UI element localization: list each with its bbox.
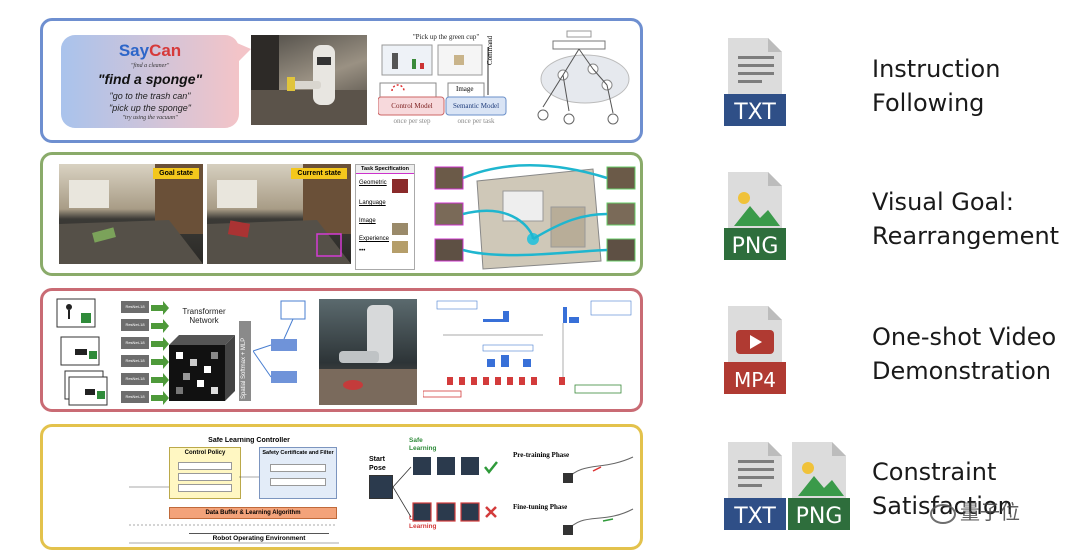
saycan-line-2: "find a sponge" bbox=[97, 71, 203, 87]
task-spec-language: Language bbox=[359, 200, 386, 206]
watermark: 量子位 bbox=[930, 496, 1020, 525]
resnet-block: ResNet-18 bbox=[121, 391, 149, 403]
saycan-line-3: "go to the trash can" bbox=[109, 91, 191, 101]
control-semantic-diagram: "Pick up the green cup" Image Command Co… bbox=[378, 33, 514, 127]
modality-line2: Demonstration bbox=[872, 357, 1051, 385]
modality-line2: Following bbox=[872, 89, 985, 117]
mp4-badge-text: MP4 bbox=[734, 368, 776, 392]
once-per-task: once per task bbox=[457, 117, 495, 125]
pretraining-label: Pre-training Phase bbox=[513, 451, 570, 459]
learning-outcomes bbox=[393, 457, 498, 522]
embedding-tree-diagram bbox=[523, 29, 635, 133]
modality-label-visual-goal: Visual Goal: Rearrangement bbox=[872, 185, 1059, 253]
control-policy-label: Control Policy bbox=[184, 450, 226, 456]
png-file-icon: PNG bbox=[788, 442, 850, 530]
task-spec-more: ••• bbox=[359, 248, 366, 254]
control-model-label: Control Model bbox=[391, 102, 433, 110]
safe-learning-controller: Safe Learning Controller Control Policy … bbox=[129, 437, 339, 545]
watermark-text: 量子位 bbox=[960, 500, 1020, 524]
txt-file-icon: TXT bbox=[724, 38, 786, 126]
instruction-panel: SayCan "find a cleaner" "find a sponge" … bbox=[40, 18, 643, 143]
goal-state-photo: Goal state bbox=[59, 164, 203, 264]
green-arrows bbox=[151, 301, 169, 405]
goal-state-tag: Goal state bbox=[153, 168, 199, 179]
data-buffer-box: Data Buffer & Learning Algorithm bbox=[169, 507, 337, 519]
resnet-block: ResNet-18 bbox=[121, 319, 149, 331]
constraint-panel: Safe Learning Controller Control Policy … bbox=[40, 424, 643, 550]
resnet-block: ResNet-18 bbox=[121, 301, 149, 313]
demo-frames-stack bbox=[55, 297, 117, 407]
txt-badge-text: TXT bbox=[733, 504, 776, 529]
safety-certificate-label: Safety Certificate and Filter bbox=[262, 450, 334, 456]
resnet-block: ResNet-18 bbox=[121, 355, 149, 367]
png-badge-text: PNG bbox=[732, 234, 779, 259]
control-policy-box: Control Policy bbox=[169, 447, 241, 499]
saycan-line-5: "try using the vacuum" bbox=[122, 115, 178, 121]
floorplan-rearrangement bbox=[433, 161, 637, 273]
task-specification-box: Task Specification Geometric Language Im… bbox=[355, 164, 415, 270]
modality-line1: One-shot Video bbox=[872, 323, 1057, 351]
modality-line1: Visual Goal: bbox=[872, 188, 1015, 216]
modality-line1: Constraint bbox=[872, 458, 997, 486]
safety-certificate-box: Safety Certificate and Filter bbox=[259, 447, 337, 499]
saycan-logo: SayCan bbox=[118, 41, 182, 60]
modality-line1: Instruction bbox=[872, 55, 1001, 83]
wechat-icon bbox=[930, 503, 956, 524]
safe-learning-label: Safe Learning bbox=[409, 437, 437, 452]
controller-title: Safe Learning Controller bbox=[208, 437, 290, 444]
txt-file-icon: TXT bbox=[724, 442, 786, 530]
current-state-tag: Current state bbox=[291, 168, 347, 179]
robot-kitchen-photo bbox=[251, 35, 367, 125]
semantic-model-label: Semantic Model bbox=[452, 102, 500, 110]
start-pose-image bbox=[369, 475, 393, 499]
resnet-column: ResNet-18 ResNet-18 ResNet-18 ResNet-18 … bbox=[121, 301, 149, 403]
saycan-line-1: "find a cleaner" bbox=[130, 63, 170, 69]
txt-badge-text: TXT bbox=[733, 100, 776, 125]
png-badge-text: PNG bbox=[796, 504, 843, 529]
hierarchy-diagram bbox=[423, 297, 637, 407]
transformer-label: Transformer Network bbox=[182, 307, 226, 325]
video-demo-panel: ResNet-18 ResNet-18 ResNet-18 ResNet-18 … bbox=[40, 288, 643, 412]
command-label: Command bbox=[486, 35, 494, 65]
output-heads bbox=[253, 300, 306, 383]
modality-label-video: One-shot Video Demonstration bbox=[872, 320, 1056, 388]
spatial-softmax-block: Spatial Softmax + MLP bbox=[239, 321, 251, 401]
current-state-photo: Current state bbox=[207, 164, 351, 264]
attention-matrix bbox=[169, 331, 235, 401]
cup-caption: "Pick up the green cup" bbox=[412, 33, 480, 41]
image-label: Image bbox=[456, 85, 474, 93]
mp4-file-icon: MP4 bbox=[724, 306, 786, 394]
task-spec-geometric: Geometric bbox=[359, 180, 387, 186]
png-file-icon: PNG bbox=[724, 172, 786, 260]
trajectory-sketches bbox=[563, 456, 634, 535]
finetuning-label: Fine-tuning Phase bbox=[513, 503, 568, 511]
resnet-block: ResNet-18 bbox=[121, 337, 149, 349]
robot-env-box: Robot Operating Environment bbox=[189, 533, 329, 544]
saycan-bubble: SayCan "find a cleaner" "find a sponge" … bbox=[61, 35, 239, 128]
task-spec-title: Task Specification bbox=[356, 165, 414, 174]
modality-line2: Rearrangement bbox=[872, 222, 1060, 250]
visual-goal-panel: Goal state Current state Task Specificat… bbox=[40, 152, 643, 276]
modality-label-instruction: Instruction Following bbox=[872, 52, 1000, 120]
robot-arm-photo bbox=[319, 299, 417, 405]
resnet-block: ResNet-18 bbox=[121, 373, 149, 385]
spatial-softmax-label: Spatial Softmax + MLP bbox=[241, 337, 247, 399]
task-spec-image: Image bbox=[359, 218, 376, 224]
start-pose-label: Start Pose bbox=[369, 456, 386, 472]
bubble-tail bbox=[237, 43, 251, 63]
once-per-step: once per step bbox=[393, 117, 431, 125]
saycan-line-4: "pick up the sponge" bbox=[109, 103, 191, 113]
task-spec-experience: Experience bbox=[359, 236, 390, 242]
